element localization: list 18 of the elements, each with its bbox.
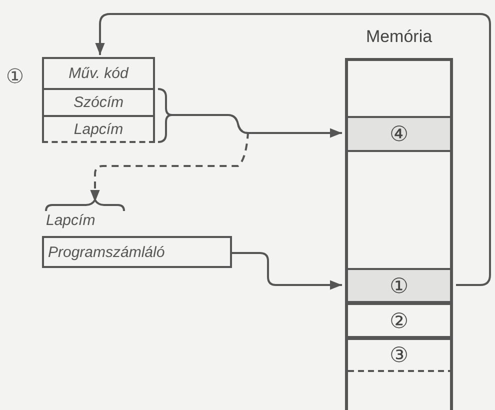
memory-cell <box>348 116 450 152</box>
arrow <box>232 252 342 290</box>
memory-cell <box>348 303 450 338</box>
arrow <box>95 13 491 286</box>
cell-number: ① <box>390 272 408 300</box>
callout-number: ① <box>6 66 24 86</box>
field-caption: Lapcím <box>46 212 96 230</box>
brace <box>158 88 173 143</box>
cell-number: ③ <box>390 342 408 369</box>
field-label: Lapcím <box>74 120 124 138</box>
register-label: Programszámláló <box>48 244 165 260</box>
memory-heading: Memória <box>364 26 434 48</box>
field-label: Szócím <box>73 94 124 111</box>
cell-number: ④ <box>390 121 408 148</box>
field-label: Műv. kód <box>68 65 128 82</box>
arrow <box>172 114 342 138</box>
memory-cell <box>348 268 450 303</box>
cell-number: ② <box>390 308 408 334</box>
